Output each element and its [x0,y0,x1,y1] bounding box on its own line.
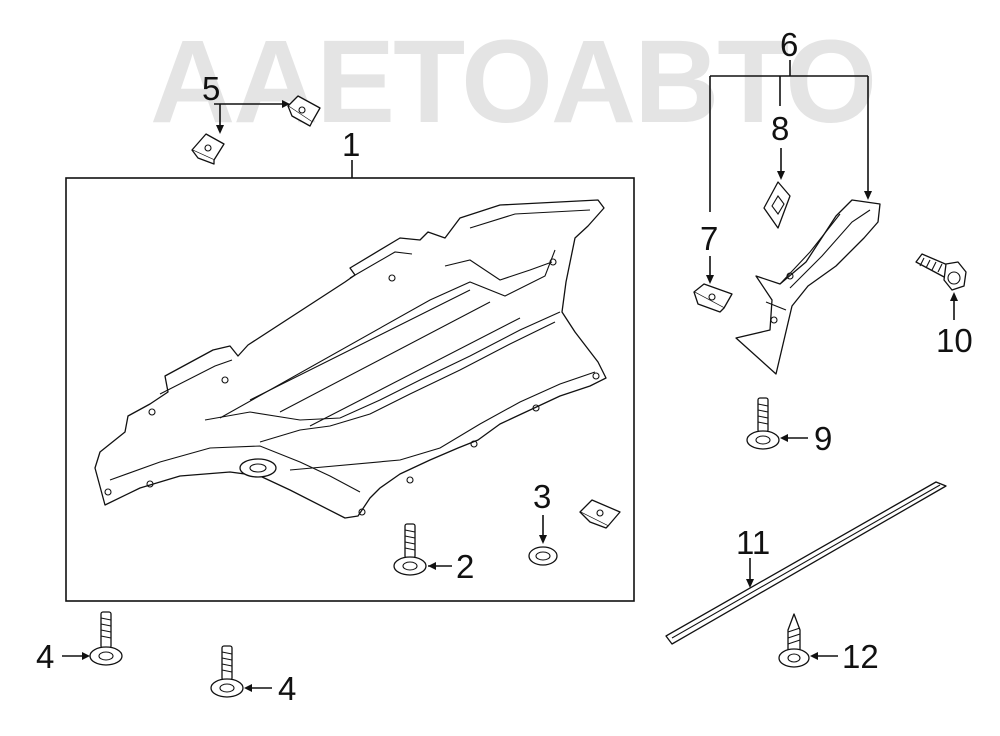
arrow-4b [244,684,252,692]
callout-6: 6 [780,26,798,63]
callout-8: 8 [771,110,789,147]
arrow-9 [780,434,788,442]
callout-12: 12 [842,638,879,675]
bolt-10 [915,253,967,291]
screw-12 [778,613,810,668]
clip-part-3-side [579,499,621,529]
arrow-5b [282,100,290,108]
arrow-7 [706,275,714,284]
clip-8 [763,181,791,229]
callout-2: 2 [456,548,474,585]
callout-4a: 4 [36,638,54,675]
bolt-2 [393,523,427,576]
arrow-3 [539,535,547,544]
seal-strip-11 [665,481,947,645]
arrow-8 [777,171,785,180]
callout-9: 9 [814,420,832,457]
callout-7: 7 [700,220,718,257]
washer-3 [528,546,558,566]
clip-7 [693,283,733,313]
callout-10: 10 [936,322,973,359]
callout-1: 1 [342,126,360,163]
bolt-4-left [89,611,123,666]
watermark-text: AAETOABTO [150,16,875,148]
callout-3: 3 [533,478,551,515]
air-deflector-6 [735,199,881,375]
arrow-12 [810,652,818,660]
bolt-4-right [210,645,244,698]
callout-5: 5 [202,70,220,107]
bolt-9 [746,397,780,450]
clip-5a [191,133,225,165]
part-1-frame [65,177,635,602]
arrow-5a [216,125,224,134]
arrow-4a [82,652,90,660]
arrow-6 [864,191,872,200]
clip-5b [287,95,321,127]
callout-11: 11 [736,524,770,561]
arrow-2 [428,562,436,570]
callout-4b: 4 [278,670,296,707]
underbody-shield [94,199,607,519]
arrow-10 [950,292,958,301]
arrow-11 [746,579,754,588]
